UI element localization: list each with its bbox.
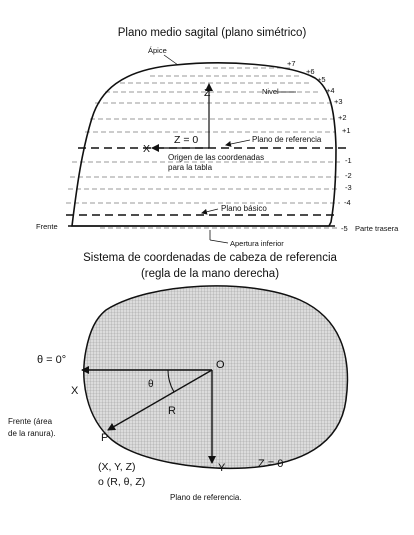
head-outline-top [83, 285, 349, 470]
reference-plane-label: Plano de referencia [252, 135, 322, 144]
level-plus6: +6 [306, 67, 315, 76]
level-minus1: -1 [345, 156, 352, 165]
z-zero-label: Z = 0 [174, 134, 198, 146]
front-area-label-line2: de la ranura). [8, 429, 56, 438]
level-minus3: -3 [345, 183, 352, 192]
bottom-title-line2: (regla de la mano derecha) [141, 268, 279, 280]
level-plus2: +2 [338, 113, 347, 122]
level-minus5: -5 [341, 224, 348, 233]
level-minus4: -4 [344, 198, 351, 207]
level-label: Nivel [262, 87, 279, 96]
lower-opening-label: Apertura inferior [230, 239, 284, 248]
y-label: Y [218, 462, 226, 474]
x-axis-label: X [143, 143, 150, 155]
origin-label-line1: Origen de las coordenadas [168, 153, 264, 162]
z-axis-label: Z [204, 87, 211, 99]
bottom-z-zero-label: Z = 0 [258, 458, 283, 470]
head-outline-side [71, 62, 337, 227]
level-plus1: +1 [342, 126, 351, 135]
level-plus5: +5 [317, 75, 326, 84]
level-plus3: +3 [334, 97, 343, 106]
apex-leader [163, 54, 179, 66]
basic-plane-label: Plano básico [221, 204, 267, 213]
theta-arc [167, 369, 175, 393]
r-label: R [168, 405, 176, 417]
bottom-reference-plane-label: Plano de referencia. [170, 493, 242, 502]
p-label: P [101, 432, 108, 444]
level-lines [66, 67, 340, 204]
theta-zero-label: θ = 0° [37, 354, 66, 366]
x-label: X [71, 385, 79, 397]
level-plus4: +4 [326, 86, 335, 95]
front-area-label-line1: Frente (área [8, 417, 53, 426]
level-plus7: +7 [287, 59, 296, 68]
origin-o-label: O [216, 359, 225, 371]
reference-plane-leader [225, 139, 251, 147]
coords-line1: (X, Y, Z) [98, 461, 136, 473]
bottom-title-line1: Sistema de coordenadas de cabeza de refe… [83, 252, 337, 264]
coords-line2: o (R, θ, Z) [98, 476, 145, 488]
top-title: Plano medio sagital (plano simétrico) [118, 27, 307, 39]
front-label: Frente [36, 222, 58, 231]
level-minus2: -2 [345, 171, 352, 180]
theta-label: θ [148, 379, 154, 390]
apex-label: Ápice [148, 46, 167, 55]
r-vector [107, 369, 213, 431]
basic-plane-leader [201, 208, 219, 215]
origin-label-line2: para la tabla [168, 163, 213, 172]
lower-opening-leader-h [209, 239, 229, 244]
back-label: Parte trasera [355, 224, 399, 233]
